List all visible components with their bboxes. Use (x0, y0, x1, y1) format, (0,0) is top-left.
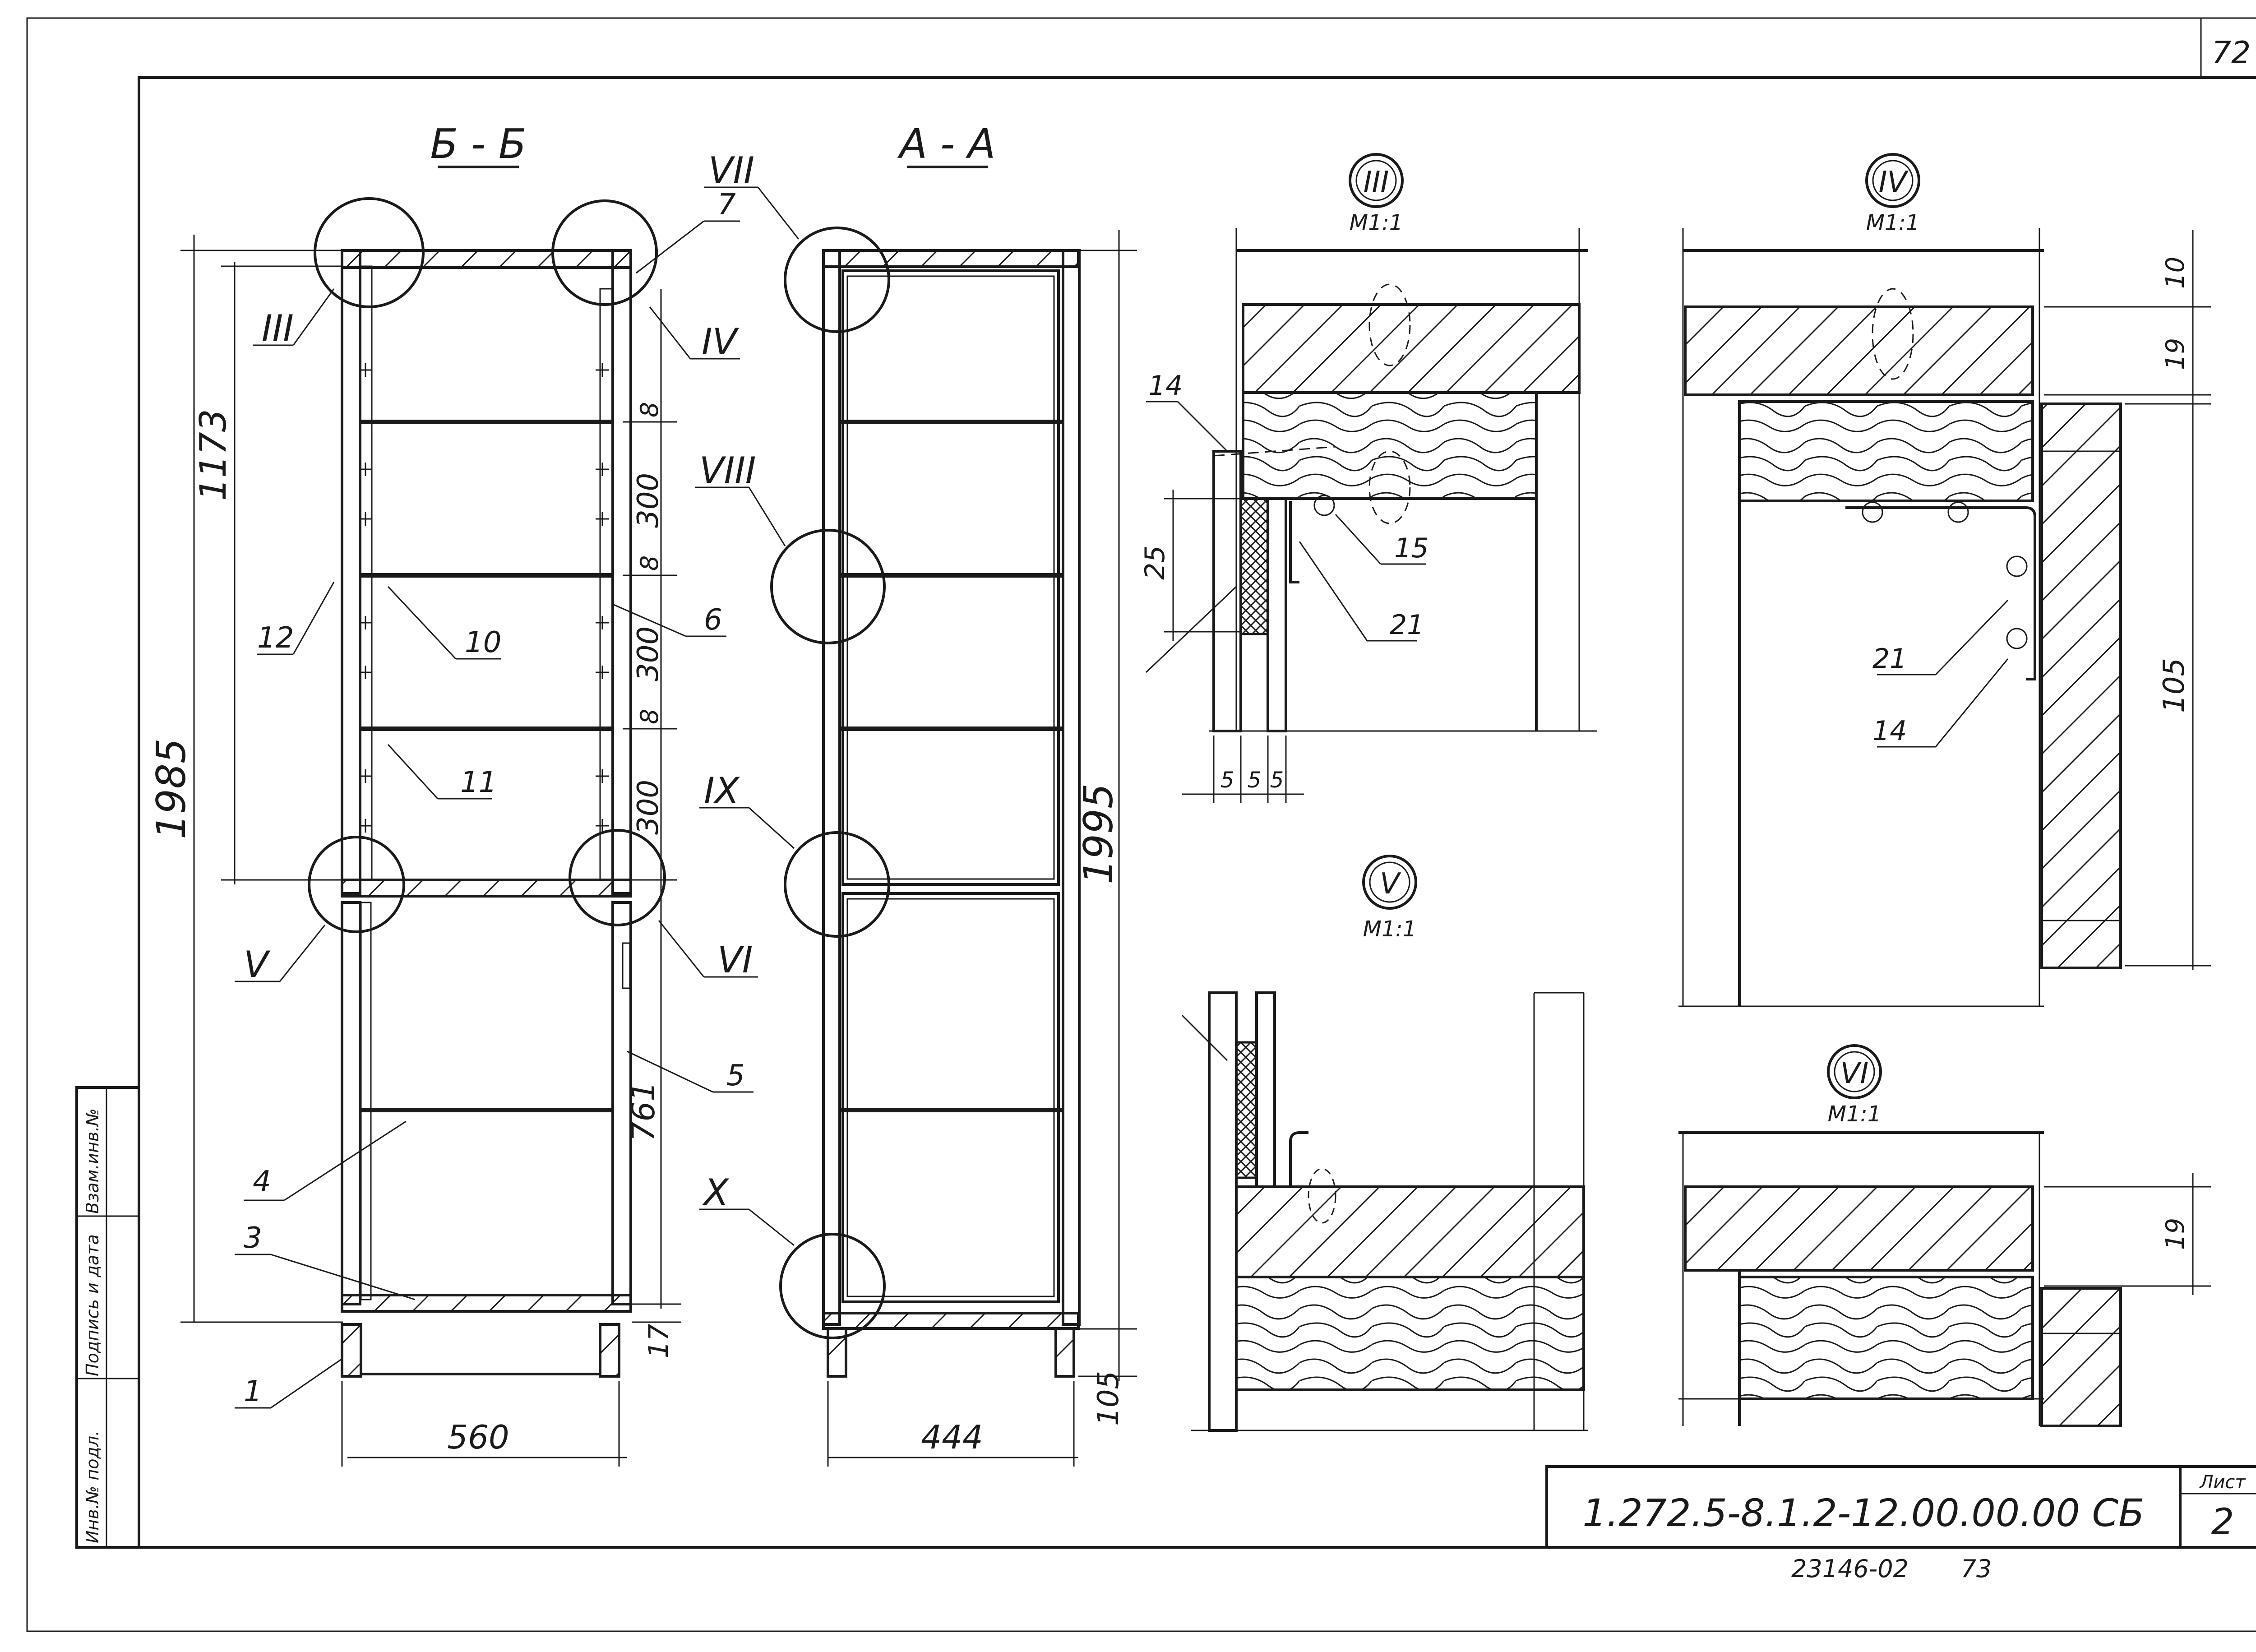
callout-v: V (244, 944, 271, 986)
callout-iv: IV (702, 321, 740, 363)
dim-300-c: 300 (632, 780, 665, 835)
archive-code: 23146-02 (1791, 1555, 1909, 1583)
detail-v: V М1:1 (1181, 855, 1588, 1432)
callout-vi: VI (717, 939, 753, 981)
pos-4: 4 (253, 1165, 271, 1199)
detail-iv-pos-14: 14 (1872, 715, 1907, 747)
detail-iii: III М1:1 (1139, 153, 1597, 803)
section-bb: Б - Б (148, 120, 758, 1467)
dim-1985: 1985 (148, 738, 194, 839)
detail-iii-dim-5c: 5 (1270, 768, 1284, 793)
section-aa-title: А - А (897, 120, 996, 168)
detail-vi-dim-19: 19 (2161, 1218, 2190, 1250)
dim-17: 17 (643, 1324, 675, 1358)
detail-iii-pos-15: 15 (1394, 532, 1428, 564)
detail-iv-pos-21: 21 (1872, 643, 1907, 675)
dim-105-aa: 105 (1092, 1371, 1125, 1426)
detail-iii-pos-21: 21 (1390, 609, 1424, 641)
detail-iii-dim-5b: 5 (1248, 768, 1262, 793)
callout-viii: VIII (699, 449, 756, 491)
detail-vi-roman: VI (1840, 1057, 1869, 1090)
pos-12: 12 (257, 621, 294, 655)
detail-iii-scale: М1:1 (1350, 210, 1403, 236)
stamp-inv: Инв.№ подл. (83, 1430, 102, 1543)
detail-iii-pos-14: 14 (1148, 370, 1183, 402)
dim-560: 560 (447, 1418, 509, 1456)
dim-8-a: 8 (635, 402, 664, 417)
pos-7: 7 (717, 188, 736, 222)
section-aa: А - А VII VIII IX X (695, 120, 1137, 1467)
bottom-page-number: 73 (1961, 1555, 1992, 1583)
title-block: 1.272.5-8.1.2-12.00.00.00 СБ Лист 2 2314… (1545, 1465, 2256, 1583)
detail-iv-dim-19: 19 (2161, 338, 2190, 370)
callout-vii: VII (708, 149, 754, 191)
detail-v-scale: М1:1 (1363, 916, 1417, 942)
dim-300-b: 300 (632, 626, 665, 681)
pos-5: 5 (726, 1059, 745, 1092)
stamp-podpis: Подпись и дата (83, 1234, 102, 1376)
detail-vi: VI М1:1 19 (1678, 1044, 2211, 1427)
pos-1: 1 (244, 1375, 262, 1408)
sheet-number: 2 (2211, 1501, 2234, 1543)
detail-iv-dim-105: 105 (2158, 658, 2191, 713)
top-page-number: 72 (2212, 35, 2251, 71)
detail-iii-dim-5a: 5 (1220, 768, 1234, 793)
dim-761: 761 (625, 1081, 662, 1142)
side-stamp: Взам.инв.№ Подпись и дата Инв.№ подл. (75, 1086, 140, 1549)
detail-vi-scale: М1:1 (1828, 1101, 1882, 1127)
sheet-label: Лист (2199, 1472, 2246, 1493)
detail-iii-dim-25: 25 (1139, 546, 1171, 580)
callout-iii: III (262, 307, 294, 349)
detail-iv: IV М1:1 10 19 105 21 (1678, 153, 2211, 1007)
detail-iv-scale: М1:1 (1866, 210, 1920, 236)
dim-8-c: 8 (635, 709, 664, 724)
drawing-designation: 1.272.5-8.1.2-12.00.00.00 СБ (1582, 1491, 2145, 1535)
pos-10: 10 (465, 626, 501, 659)
detail-iv-roman: IV (1879, 166, 1909, 199)
callout-ix: IX (704, 770, 740, 812)
pos-3: 3 (244, 1222, 262, 1255)
stamp-vzam: Взам.инв.№ (83, 1108, 102, 1214)
sheet-frame: 72 (26, 17, 2256, 1632)
section-bb-title: Б - Б (430, 120, 526, 168)
dim-444: 444 (921, 1418, 983, 1456)
dim-300-a: 300 (632, 473, 665, 528)
detail-v-roman: V (1380, 867, 1401, 901)
callout-x: X (702, 1171, 730, 1213)
dim-1173: 1173 (192, 409, 234, 501)
pos-11: 11 (460, 766, 497, 799)
pos-6: 6 (704, 603, 722, 637)
detail-iv-dim-10: 10 (2161, 257, 2190, 289)
dim-1995: 1995 (1075, 783, 1122, 884)
detail-iii-roman: III (1364, 166, 1389, 199)
dim-8-b: 8 (635, 555, 664, 571)
